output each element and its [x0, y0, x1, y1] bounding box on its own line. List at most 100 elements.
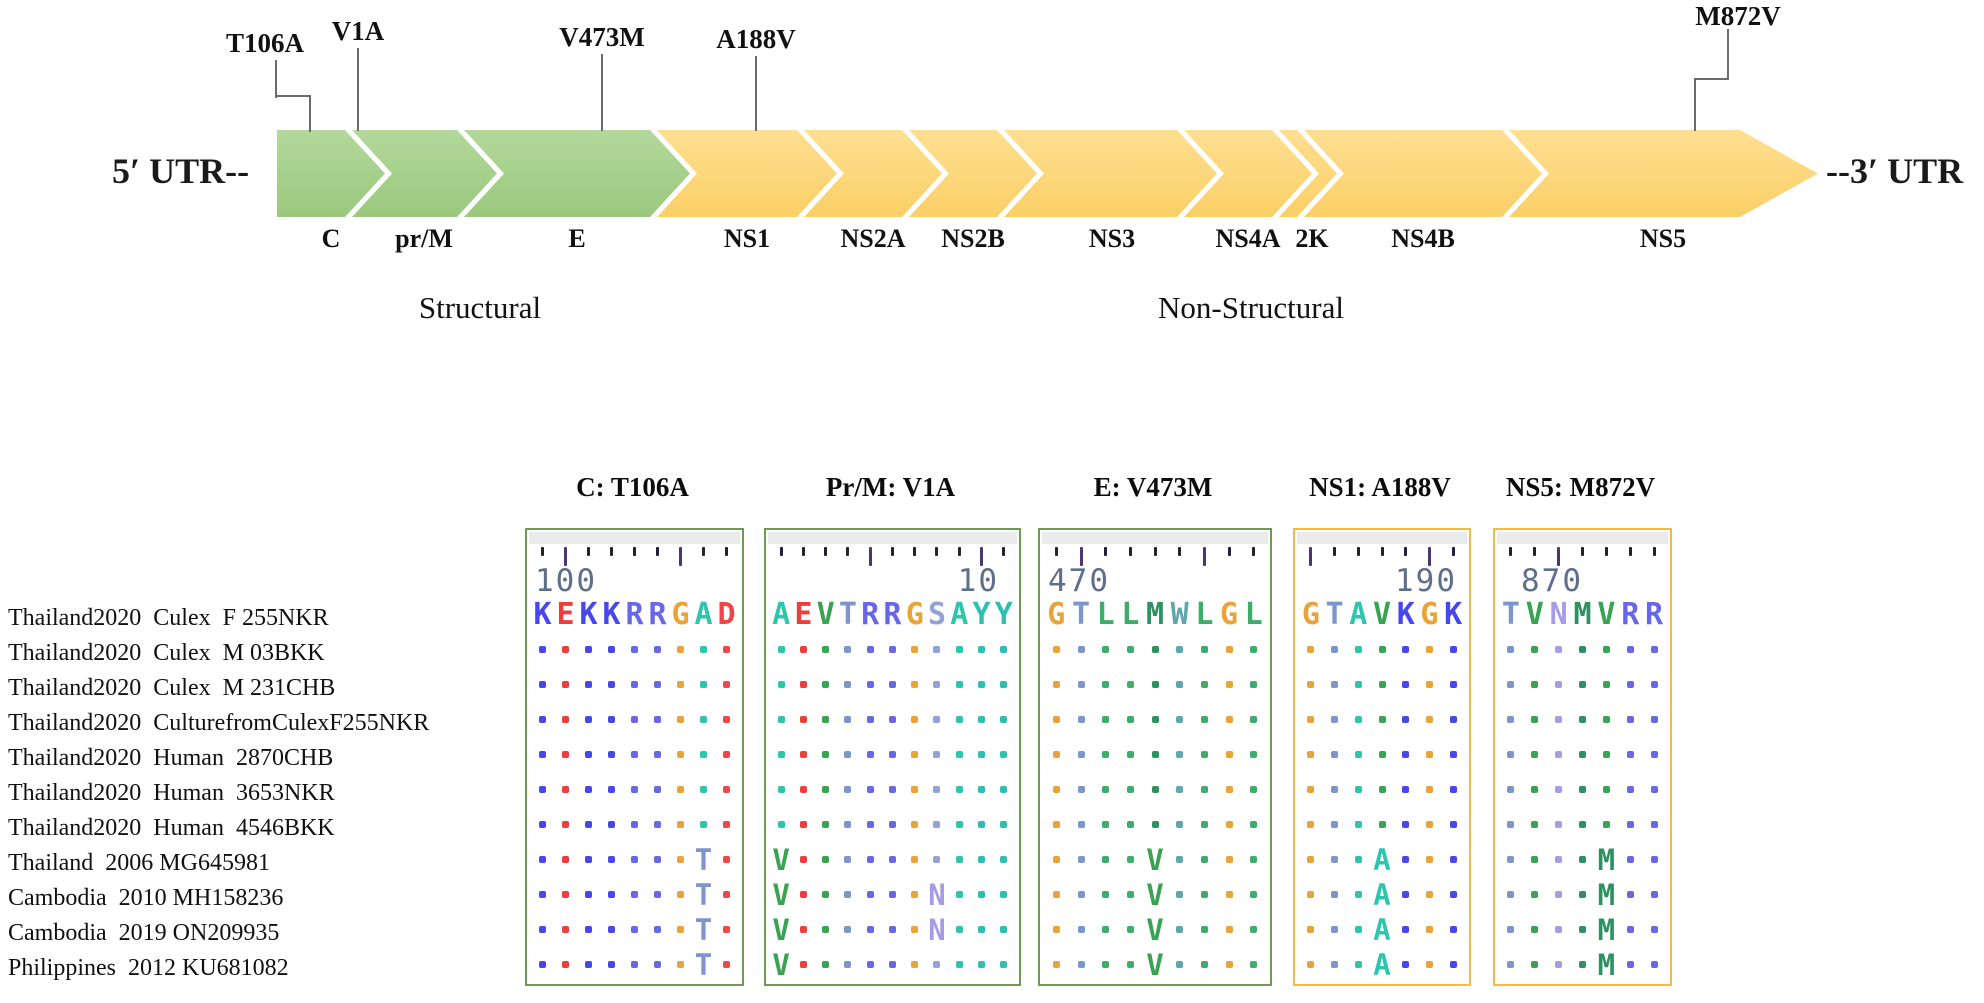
identity-dot: [1126, 646, 1134, 653]
sequence-row: [766, 772, 1019, 807]
identity-dot: [1200, 961, 1208, 968]
identity-dot: [888, 891, 896, 898]
residue-letter: L: [1195, 596, 1214, 632]
identity-dot: [1176, 681, 1184, 688]
identity-dot: [777, 681, 785, 688]
residue-letter: V: [772, 947, 790, 982]
major-tick: [1309, 547, 1313, 566]
identity-dot: [631, 716, 638, 723]
identity-dot: [1200, 821, 1208, 828]
identity-dot: [608, 681, 615, 688]
identity-dot: [1354, 891, 1362, 898]
identity-dot: [1449, 716, 1457, 723]
identity-dot: [822, 821, 830, 828]
sequence-row: [1295, 667, 1469, 702]
identity-dot: [1250, 751, 1258, 758]
minor-tick: [1252, 547, 1256, 556]
residue-letter: T: [694, 947, 713, 982]
identity-dot: [585, 751, 592, 758]
major-tick: [1202, 547, 1206, 566]
identity-dot: [1200, 681, 1208, 688]
identity-dot: [723, 751, 730, 758]
identity-dot: [1579, 891, 1586, 898]
identity-dot: [1507, 961, 1515, 968]
residue-letter: K: [1444, 596, 1463, 632]
identity-dot: [654, 891, 661, 898]
residue-letter: V: [772, 842, 790, 877]
identity-dot: [585, 856, 592, 863]
alignment-box-title: NS5: M872V: [1505, 472, 1656, 502]
identity-dot: [1331, 716, 1339, 723]
residue-letter: R: [648, 596, 667, 632]
identity-dot: [799, 821, 807, 828]
identity-dot: [1531, 716, 1539, 723]
sequence-row: [1495, 702, 1670, 737]
sequence-row: [1040, 667, 1270, 702]
identity-dot: [631, 681, 638, 688]
identity-dot: [1331, 821, 1339, 828]
identity-dot: [723, 681, 730, 688]
minor-tick: [913, 547, 917, 556]
residue-letter: N: [928, 912, 946, 947]
identity-dot: [844, 646, 852, 653]
identity-dot: [933, 856, 941, 863]
identity-dot: [1331, 961, 1339, 968]
segment-label-NS4A: NS4A: [1215, 224, 1281, 253]
position-number: 100: [535, 563, 597, 599]
identity-dot: [1077, 786, 1085, 793]
residue-letter: M: [1573, 596, 1592, 632]
identity-dot: [677, 646, 684, 653]
position-ruler: [766, 544, 1019, 566]
identity-dot: [1052, 786, 1060, 793]
sequence-row: A: [1295, 842, 1469, 877]
segment-label-pr/M: pr/M: [395, 224, 453, 253]
strain-label: Cambodia 2010 MH158236: [8, 885, 284, 911]
sequence-row: T: [527, 912, 742, 947]
identity-dot: [1331, 786, 1339, 793]
identity-dot: [1626, 961, 1634, 968]
identity-dot: [844, 716, 852, 723]
position-number: 870: [1521, 563, 1583, 599]
identity-dot: [1250, 646, 1258, 653]
utr3-label: --3′ UTR: [1826, 151, 1964, 191]
identity-dot: [585, 961, 592, 968]
residue-letter: G: [1047, 596, 1066, 632]
segment-shape-E: [464, 130, 690, 217]
identity-dot: [1378, 716, 1386, 723]
nonstructural-section-label: Non-Structural: [1158, 290, 1344, 325]
position-ruler: [1295, 544, 1469, 566]
identity-dot: [654, 751, 661, 758]
identity-dot: [1077, 961, 1085, 968]
identity-dot: [677, 786, 684, 793]
identity-dot: [1176, 646, 1184, 653]
identity-dot: [955, 821, 963, 828]
sequence-row: V: [766, 842, 1019, 877]
identity-dot: [1151, 681, 1159, 688]
segment-shape-NS2A: [804, 130, 942, 217]
identity-dot: [1402, 856, 1410, 863]
segment-label-NS1: NS1: [723, 224, 771, 253]
identity-dot: [1151, 751, 1159, 758]
identity-dot: [1151, 646, 1159, 653]
residue-letter: K: [579, 596, 598, 632]
identity-dot: [1555, 716, 1563, 723]
residue-letter: G: [1420, 596, 1439, 632]
minor-tick: [1128, 547, 1132, 556]
identity-dot: [866, 961, 874, 968]
identity-dot: [1425, 891, 1433, 898]
residue-letter: V: [772, 877, 790, 912]
identity-dot: [1531, 891, 1539, 898]
segment-shape-NS5: [1509, 130, 1818, 217]
major-tick: [679, 547, 682, 566]
residue-letter: G: [671, 596, 690, 632]
identity-dot: [1307, 891, 1315, 898]
identity-dot: [1225, 926, 1233, 933]
identity-dot: [1307, 716, 1315, 723]
identity-dot: [799, 646, 807, 653]
identity-dot: [654, 856, 661, 863]
